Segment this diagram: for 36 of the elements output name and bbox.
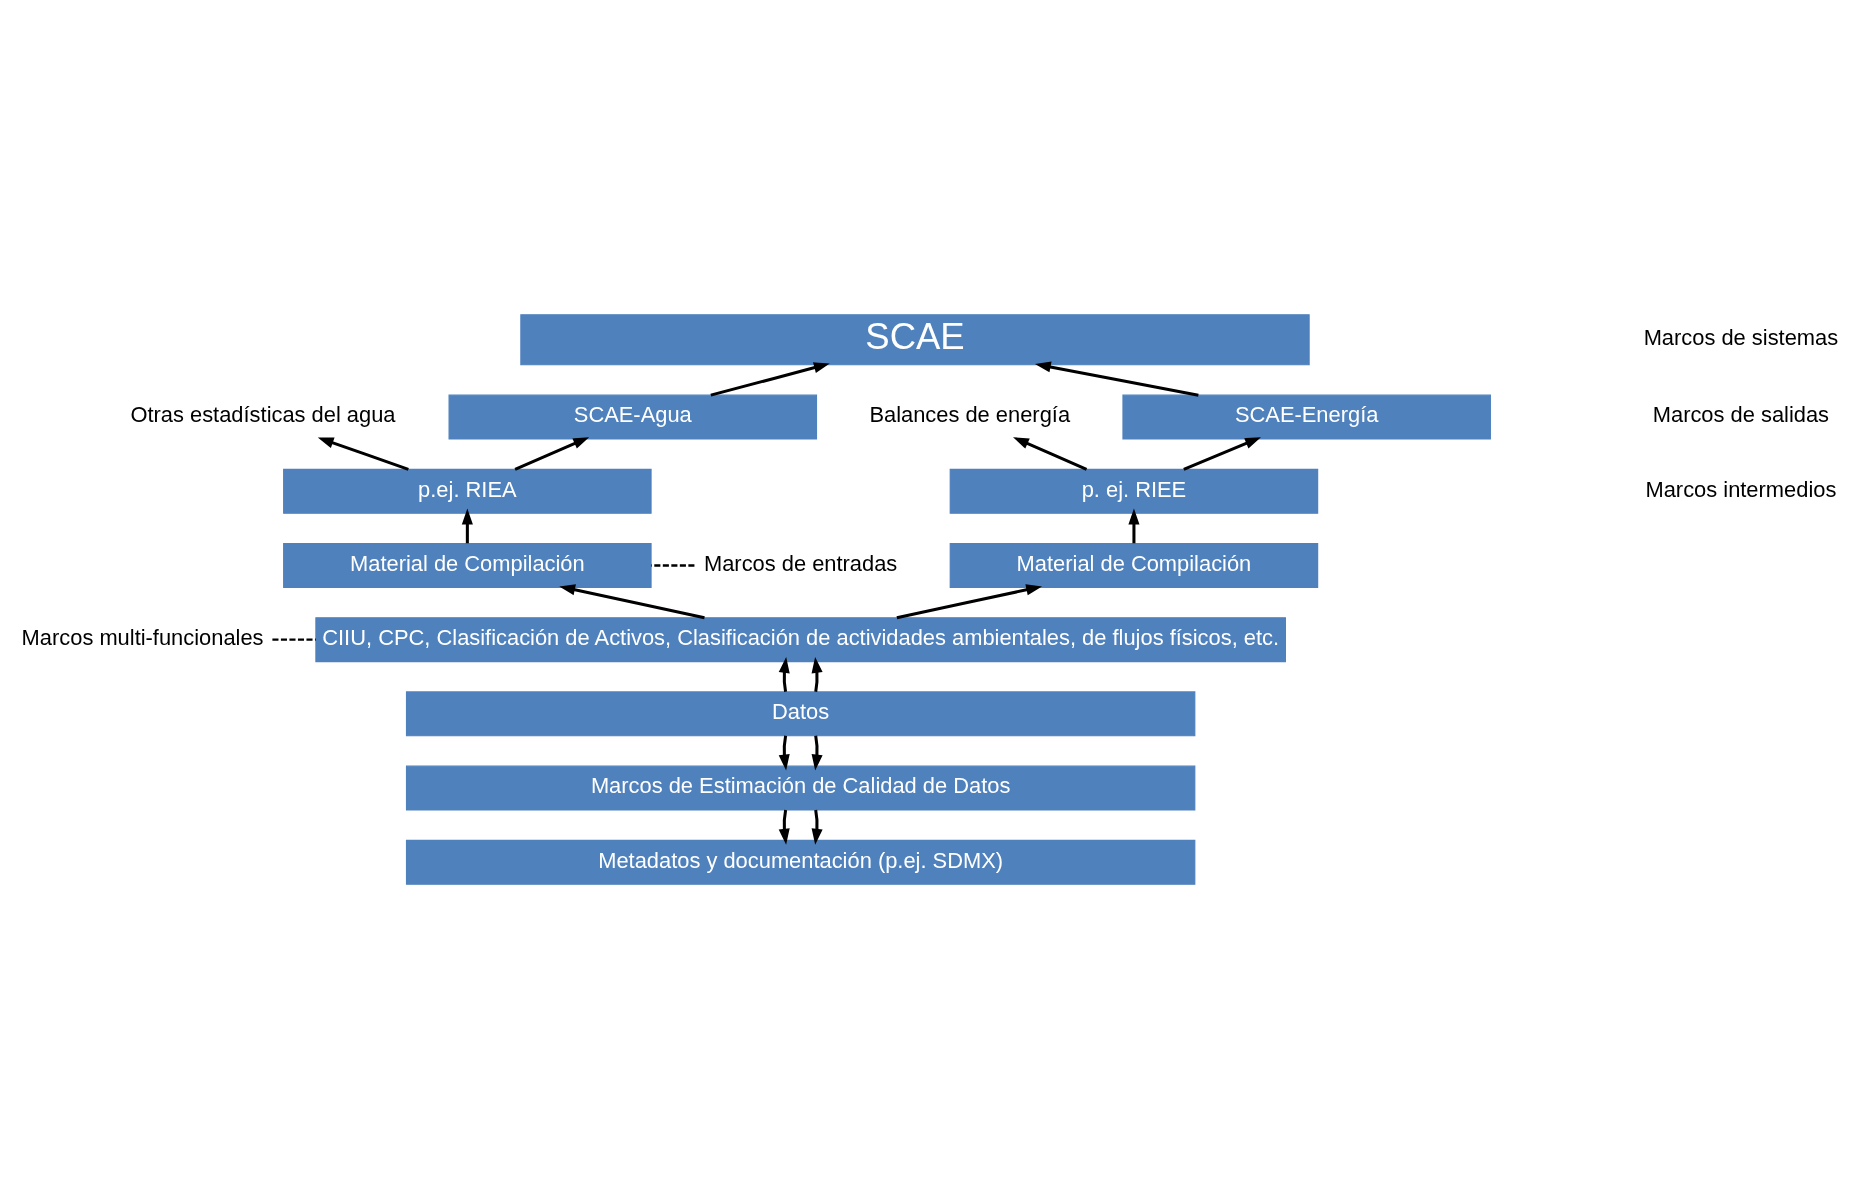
arrow [778,657,790,692]
node-box: p.ej. RIEA [283,468,652,514]
node-box: SCAE-Agua [448,394,818,440]
arrow [811,657,823,692]
node-box: Metadatos y documentación (p.ej. SDMX) [405,839,1196,885]
node-box: Marcos de Estimación de Calidad de Datos [405,765,1196,811]
arrow [317,437,409,471]
arrow [896,584,1043,620]
arrow [811,735,823,771]
node-text: Marcos de entradas [703,550,898,576]
label: Marcos de sistemas [1643,325,1839,351]
label: Marcos de salidas [1652,402,1830,428]
connector [272,638,316,641]
node-text: Otras estadísticas del agua [130,402,396,428]
node-box: CIIU, CPC, Clasificación de Activos, Clasificación de actividades ambientales, de flujos físicos, etc. [315,617,1286,663]
node-box: SCAE [520,314,1310,366]
arrow [514,437,590,471]
node-box: SCAE-Energía [1122,394,1491,440]
connector [651,564,695,567]
node-box: Material de Compilación [949,542,1319,588]
node-box: p. ej. RIEE [949,468,1319,514]
arrow [778,809,790,845]
label: Marcos intermedios [1645,476,1837,502]
arrow [1128,508,1140,544]
arrow [1013,437,1088,471]
node-text: Balances de energía [869,402,1071,428]
arrow [1183,437,1261,471]
node-text: Marcos multi-funcionales [21,624,264,650]
arrow [461,508,473,544]
arrow [778,735,790,771]
node-box: Material de Compilación [283,542,652,588]
arrow [811,809,823,845]
arrow [559,584,705,620]
node-box: Datos [405,691,1196,737]
arrow [710,362,830,397]
arrow [1034,361,1199,397]
